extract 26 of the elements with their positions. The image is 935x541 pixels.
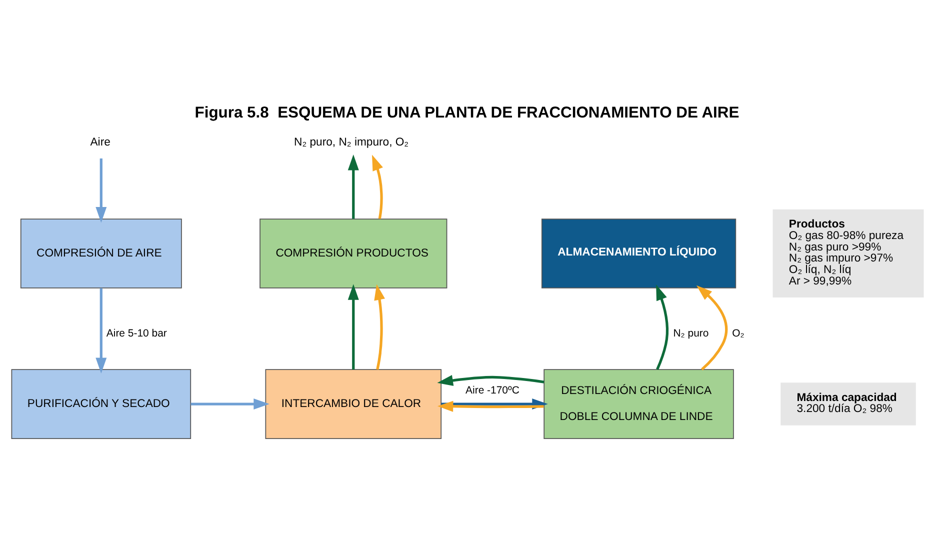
- arrow: [374, 284, 385, 370]
- node-text: Aire: [90, 136, 110, 149]
- node-text: N₂ puro, N₂ impuro, O₂: [294, 136, 409, 149]
- arrow: [656, 284, 669, 370]
- arrow: [437, 375, 544, 386]
- node-box: INTERCAMBIO DE CALOR: [265, 369, 442, 439]
- arrow: [96, 288, 107, 374]
- diagram-title: Figura 5.8 ESQUEMA DE UNA PLANTA DE FRACCIONAMIENTO DE AIRE: [194, 104, 740, 122]
- edge-label: O₂: [732, 328, 744, 340]
- node-box: COMPRESIÓN DE AIRE: [20, 218, 182, 288]
- node-box: PURIFICACIÓN Y SECADO: [11, 369, 192, 439]
- node-box: COMPRESIÓN PRODUCTOS: [260, 218, 448, 288]
- arrow: [696, 285, 728, 370]
- arrow: [348, 284, 359, 370]
- node-box: Máxima capacidad 3.200 t/día O₂ 98%: [780, 382, 916, 426]
- node-box: ALMACENAMIENTO LÍQUIDO: [541, 218, 736, 288]
- node-box: DESTILACIÓN CRIOGÉNICA DOBLE COLUMNA DE LINDE: [544, 369, 734, 439]
- arrow: [190, 398, 270, 410]
- arrow: [348, 154, 359, 219]
- edge-label: Aire 5-10 bar: [106, 328, 167, 340]
- edge-label: N₂ puro: [673, 328, 709, 340]
- arrow: [372, 154, 383, 220]
- node-box: Productos O₂ gas 80-98% pureza N₂ gas puro >99% N₂ gas impuro >97% O₂ líq, N₂ líq Ar > 99,99%: [772, 209, 924, 298]
- edge-label: Aire -170ºC: [466, 386, 520, 397]
- arrow: [437, 400, 544, 412]
- arrow: [96, 158, 107, 223]
